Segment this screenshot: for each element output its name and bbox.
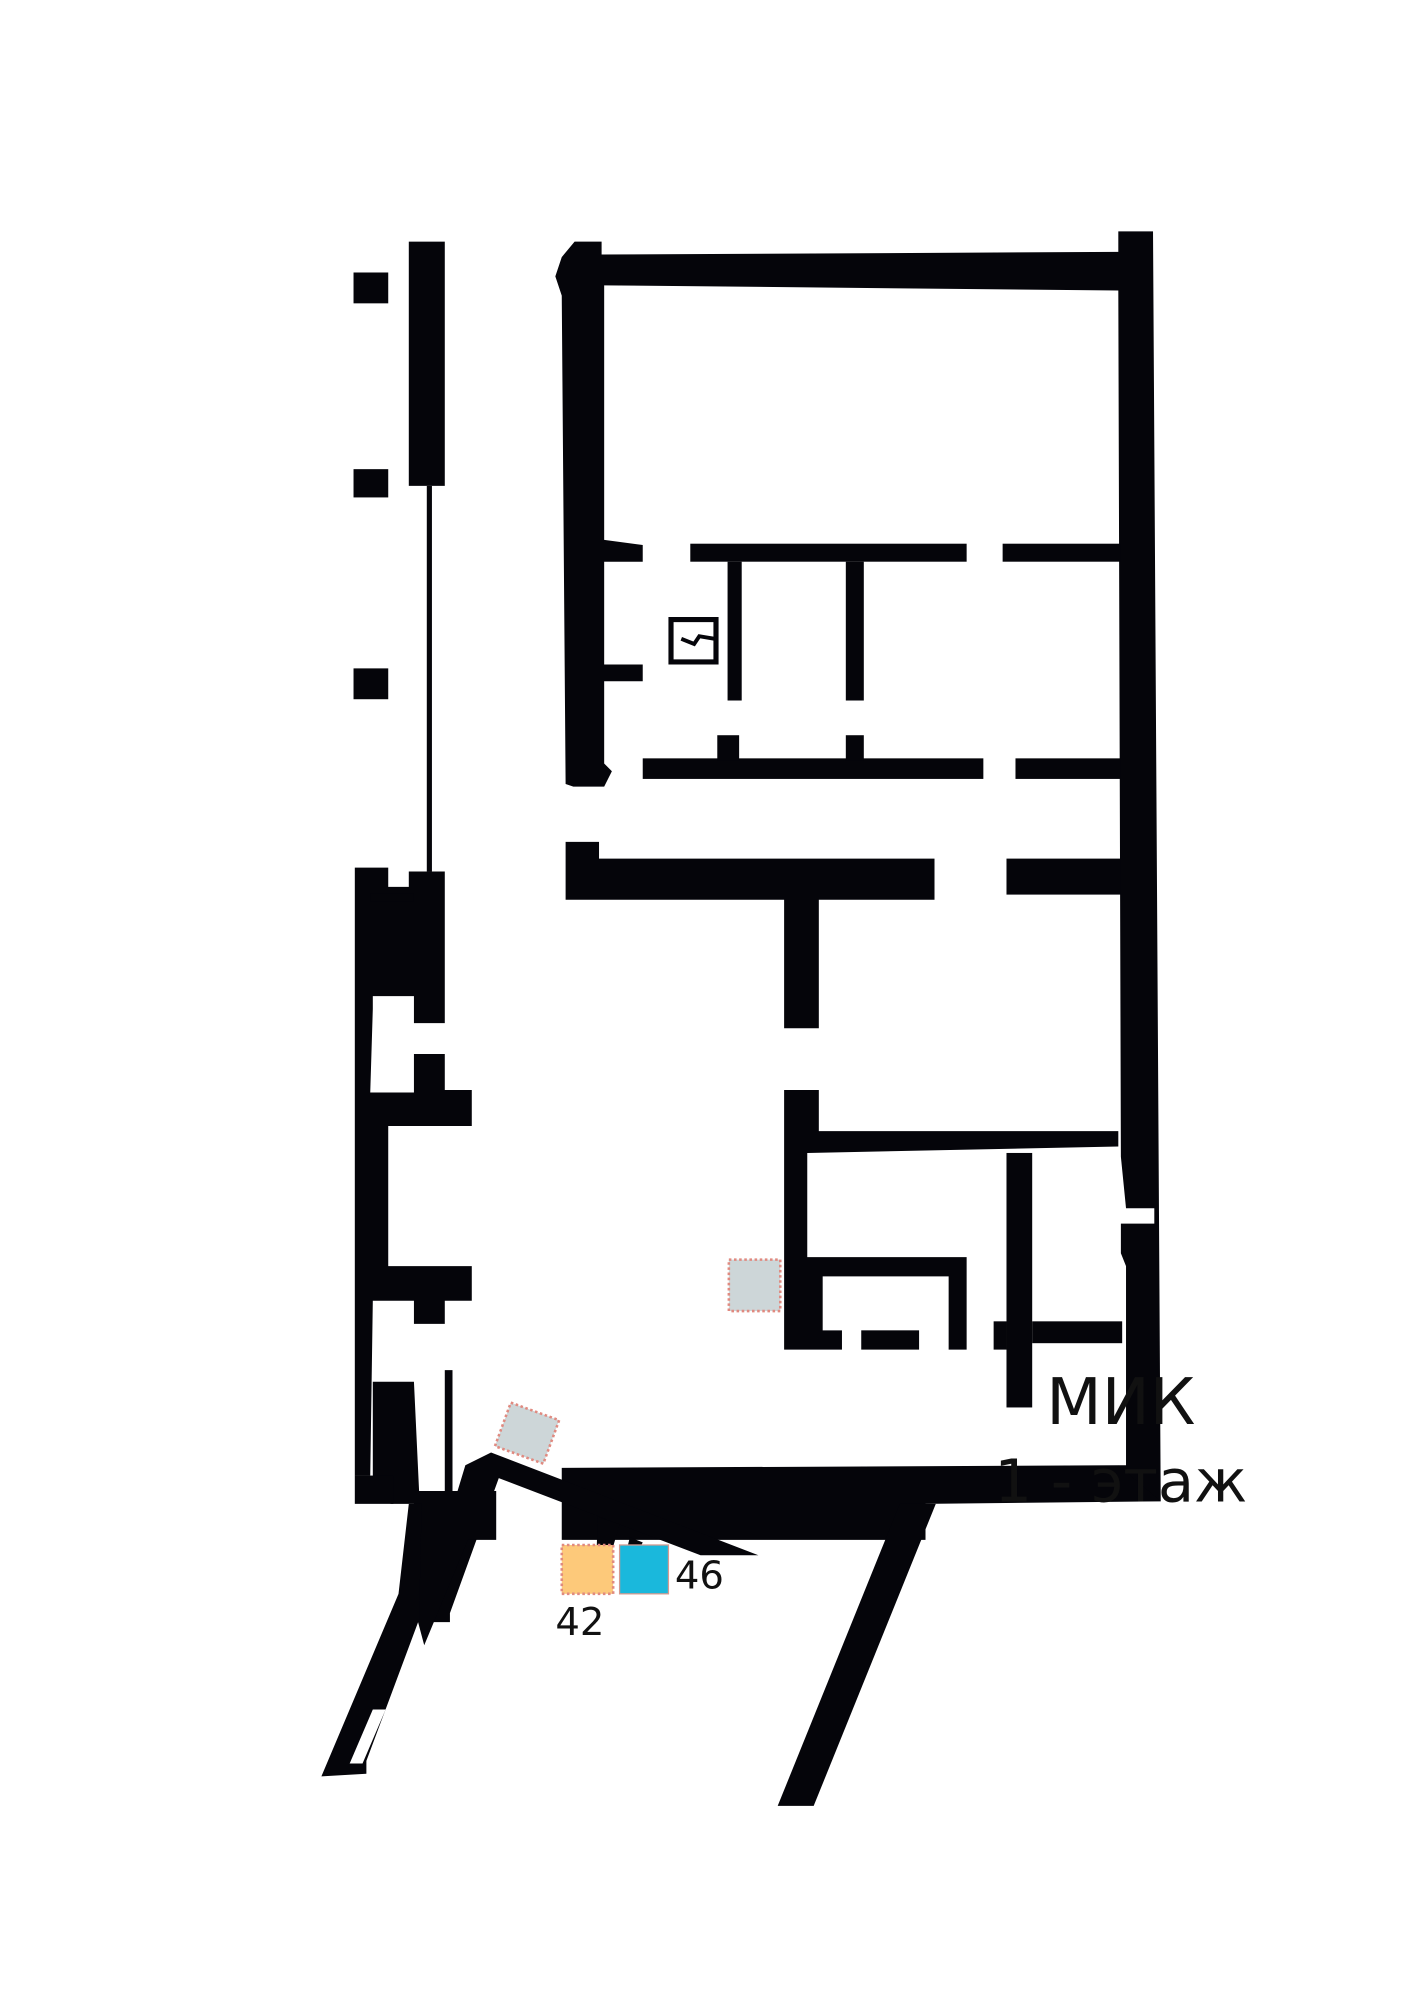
marker-42-label: 42 xyxy=(555,1600,604,1645)
marker-42 xyxy=(560,1543,615,1596)
building-title: МИК xyxy=(1046,1365,1195,1440)
markers: 46 42 xyxy=(493,1258,782,1645)
fireplace-icon xyxy=(668,616,719,665)
marker-gray xyxy=(727,1258,782,1313)
marker-46-label: 46 xyxy=(675,1554,724,1599)
walls xyxy=(321,231,1161,1806)
marker-gray xyxy=(493,1400,561,1466)
marker-46 xyxy=(618,1544,670,1595)
floor-title: 1 - этаж xyxy=(994,1446,1247,1515)
